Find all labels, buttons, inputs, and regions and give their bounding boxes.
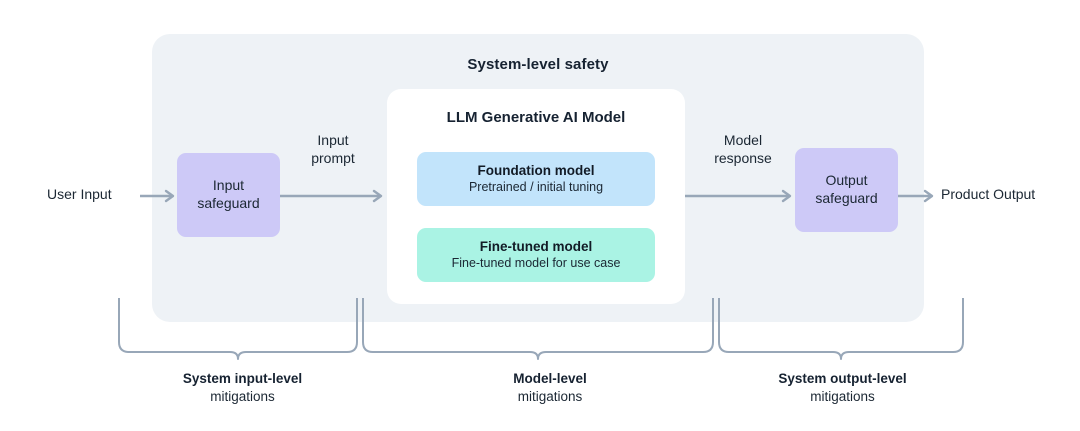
input-prompt-line1: Input xyxy=(317,132,349,148)
bracket-3-subtitle: mitigations xyxy=(810,388,875,404)
bracket-system-input-level xyxy=(118,298,358,360)
output-safeguard-label-line1: Output xyxy=(825,172,868,189)
system-level-safety-title: System-level safety xyxy=(467,56,609,73)
arrow-user-input-to-input-safeguard xyxy=(140,189,180,203)
llm-generative-ai-model-title: LLM Generative AI Model xyxy=(446,109,626,126)
input-prompt-line2: prompt xyxy=(311,149,355,166)
fine-tuned-model-chip: Fine-tuned model Fine-tuned model for us… xyxy=(417,228,655,282)
bracket-model-level xyxy=(362,298,714,360)
bracket-2-title: Model-level xyxy=(513,371,587,386)
model-response-label: Model response xyxy=(693,132,793,168)
foundation-model-description: Pretrained / initial tuning xyxy=(468,179,604,194)
bracket-2-subtitle: mitigations xyxy=(517,388,583,404)
arrow-input-safeguard-to-llm xyxy=(280,189,388,203)
input-prompt-label: Input prompt xyxy=(294,132,372,168)
output-safeguard-label-line2: safeguard xyxy=(815,190,878,206)
bracket-label-system-output-level: System output-level mitigations xyxy=(720,370,965,405)
fine-tuned-model-name: Fine-tuned model xyxy=(479,238,593,254)
bracket-label-model-level: Model-level mitigations xyxy=(420,370,680,405)
bracket-3-title: System output-level xyxy=(778,371,907,386)
bracket-1-title: System input-level xyxy=(182,371,303,386)
product-output-label: Product Output xyxy=(941,186,1036,202)
bracket-system-output-level xyxy=(718,298,964,360)
foundation-model-chip: Foundation model Pretrained / initial tu… xyxy=(417,152,655,206)
model-response-line2: response xyxy=(714,149,772,166)
arrow-output-safeguard-to-product-output xyxy=(898,189,940,203)
arrow-llm-to-output-safeguard xyxy=(685,189,797,203)
input-safeguard-label-line1: Input xyxy=(212,177,245,194)
bracket-1-subtitle: mitigations xyxy=(210,388,275,404)
user-input-label: User Input xyxy=(47,186,112,202)
model-response-line1: Model xyxy=(723,132,763,148)
input-safeguard-box: Input safeguard xyxy=(177,153,280,237)
foundation-model-name: Foundation model xyxy=(477,162,595,178)
input-safeguard-label-line2: safeguard xyxy=(197,195,260,211)
fine-tuned-model-description: Fine-tuned model for use case xyxy=(451,255,621,270)
bracket-label-system-input-level: System input-level mitigations xyxy=(120,370,365,405)
output-safeguard-box: Output safeguard xyxy=(795,148,898,232)
